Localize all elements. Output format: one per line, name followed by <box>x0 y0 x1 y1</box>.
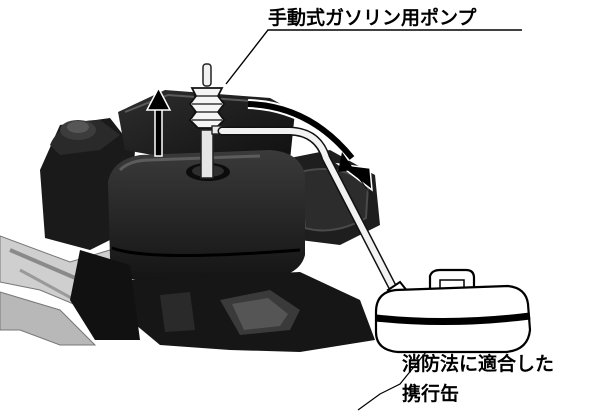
fuel-can <box>374 268 532 354</box>
can-label-line1: 消防法に適合した <box>402 353 555 375</box>
engine-lower <box>70 250 375 352</box>
can-label-line2: 携行缶 <box>402 383 460 405</box>
curved-arrow-icon <box>247 99 373 196</box>
up-arrow-icon <box>145 86 172 157</box>
can-leader-line <box>357 351 427 411</box>
pump-label: 手動式ガソリン用ポンプ <box>268 7 477 29</box>
fuel-tank <box>108 150 305 282</box>
pump-leader-line <box>225 29 522 85</box>
hose <box>217 126 397 291</box>
hand-pump <box>188 63 227 179</box>
